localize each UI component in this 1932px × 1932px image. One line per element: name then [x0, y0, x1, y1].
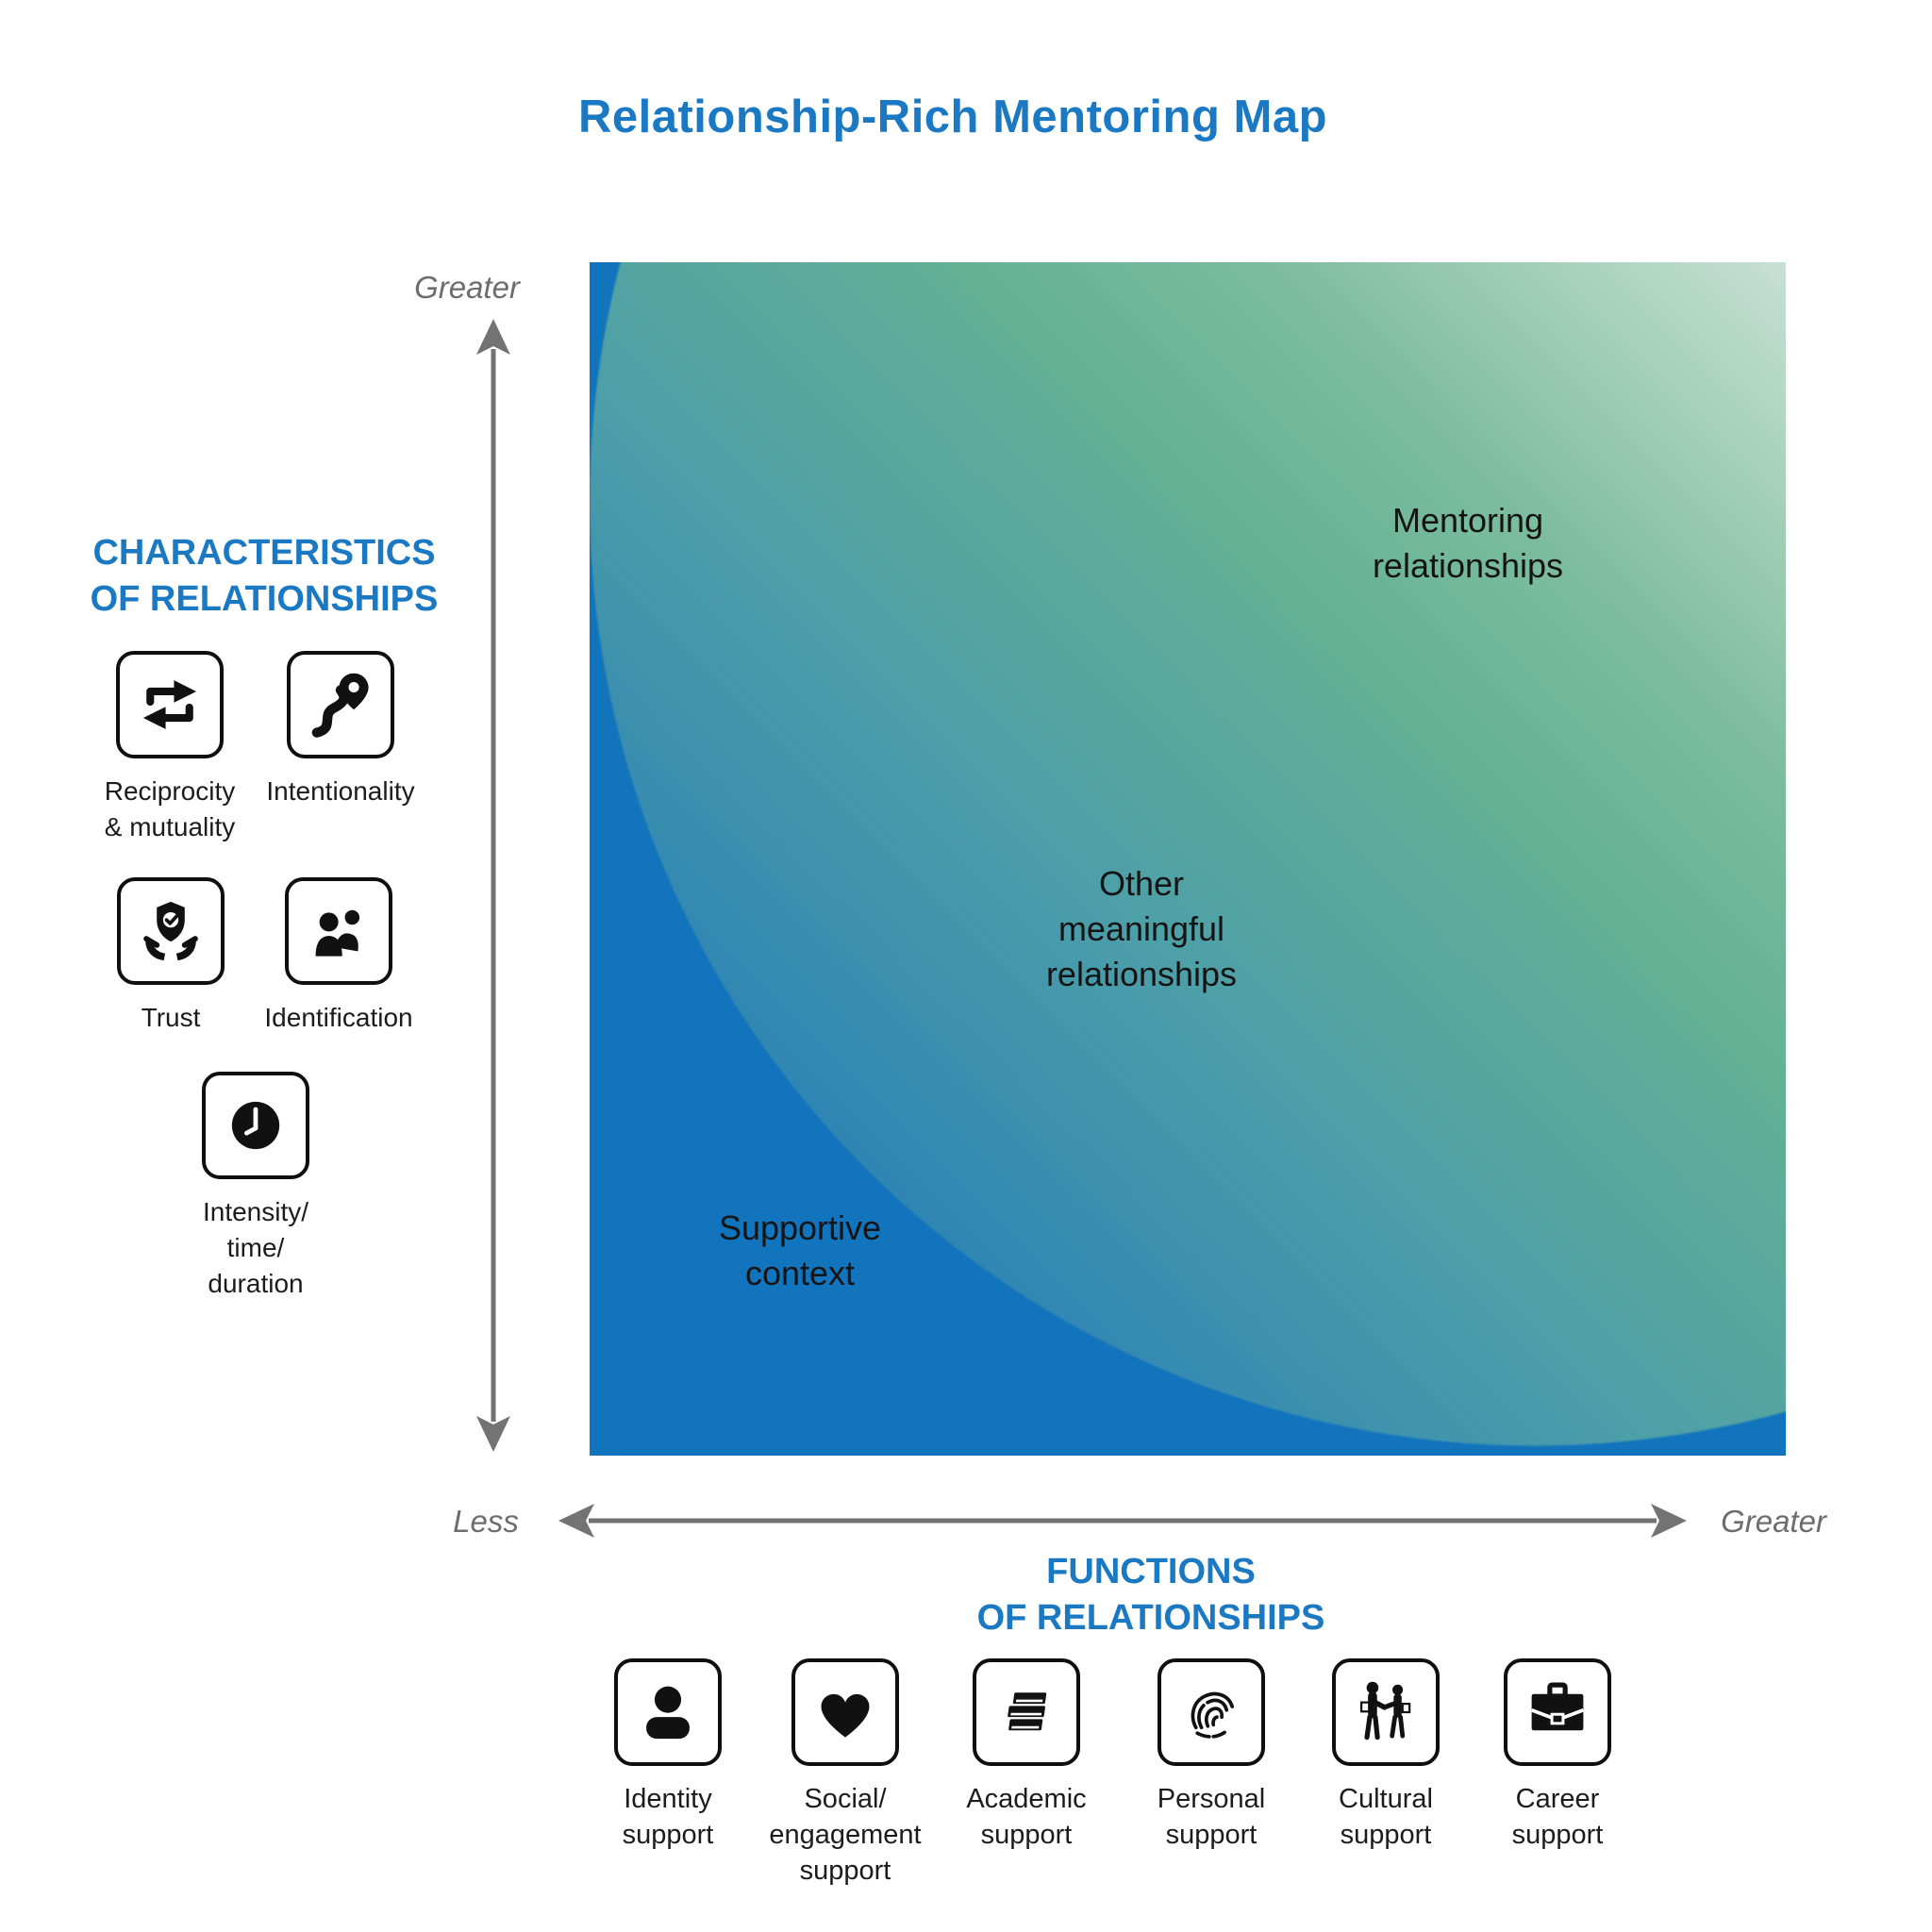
function-career-support: Career support	[1468, 1658, 1647, 1853]
cultural-icon-box	[1332, 1658, 1440, 1766]
briefcase-icon	[1530, 1682, 1585, 1731]
personal-icon-box	[1158, 1658, 1265, 1766]
region-other-meaningful-relationships: Other meaningful relationships	[1045, 864, 1238, 993]
x-axis-less-label: Less	[453, 1504, 519, 1539]
characteristic-label: Reciprocity & mutuality	[104, 776, 236, 841]
identity-icon-box	[614, 1658, 722, 1766]
function-label: Cultural support	[1339, 1784, 1433, 1850]
function-cultural-support: Cultural support	[1296, 1658, 1475, 1853]
function-identity-support: Identity support	[578, 1658, 758, 1853]
function-academic-support: Academic support	[937, 1658, 1116, 1853]
two-people-icon	[315, 908, 362, 957]
region-mentoring-relationships: Mentoring relationships	[1372, 501, 1564, 585]
characteristic-identification: Identification	[249, 877, 428, 1036]
function-label: Personal support	[1157, 1784, 1266, 1850]
hands-shield-icon	[143, 901, 198, 961]
intentionality-icon-box	[287, 651, 394, 758]
handshake-people-icon	[1359, 1681, 1411, 1740]
function-label: Social/ engagement support	[769, 1784, 922, 1886]
y-axis-heading: CHARACTERISTICS OF RELATIONSHIPS	[90, 533, 439, 619]
function-label: Identity support	[622, 1784, 714, 1850]
person-icon	[646, 1686, 690, 1740]
characteristic-intensity: Intensity/ time/ duration	[166, 1072, 345, 1302]
function-label: Career support	[1511, 1784, 1604, 1850]
books-icon	[1008, 1692, 1047, 1731]
x-axis-greater-label: Greater	[1721, 1504, 1826, 1539]
trust-icon-box	[117, 877, 225, 985]
route-pin-icon	[311, 673, 369, 738]
function-label: Academic support	[966, 1784, 1087, 1850]
function-personal-support: Personal support	[1122, 1658, 1301, 1853]
characteristic-label: Trust	[141, 1003, 201, 1032]
clock-icon	[231, 1101, 280, 1150]
fingerprint-icon	[1191, 1691, 1235, 1739]
identification-icon-box	[285, 877, 392, 985]
characteristic-intentionality: Intentionality	[251, 651, 430, 809]
academic-icon-box	[973, 1658, 1080, 1766]
characteristic-label: Intentionality	[266, 776, 415, 806]
characteristic-label: Identification	[264, 1003, 413, 1032]
x-axis-arrow	[558, 1504, 1687, 1538]
reciprocity-arrows-icon	[142, 680, 197, 729]
region-supportive-context: Supportive context	[718, 1208, 882, 1292]
characteristic-reciprocity: Reciprocity & mutuality	[80, 651, 259, 845]
page-title: Relationship-Rich Mentoring Map	[577, 92, 1328, 142]
y-axis-greater-label: Greater	[414, 270, 520, 305]
heart-icon	[821, 1693, 870, 1738]
career-icon-box	[1504, 1658, 1611, 1766]
function-social-engagement-support: Social/ engagement support	[756, 1658, 935, 1889]
reciprocity-icon-box	[116, 651, 224, 758]
social-icon-box	[791, 1658, 899, 1766]
mentoring-map-gradient: Mentoring relationships Other meaningful…	[590, 262, 1786, 1456]
y-axis-arrow	[476, 319, 510, 1452]
x-axis-heading: FUNCTIONS OF RELATIONSHIPS	[976, 1552, 1325, 1638]
characteristic-label: Intensity/ time/ duration	[202, 1197, 309, 1298]
intensity-icon-box	[202, 1072, 309, 1179]
characteristic-trust: Trust	[81, 877, 260, 1036]
